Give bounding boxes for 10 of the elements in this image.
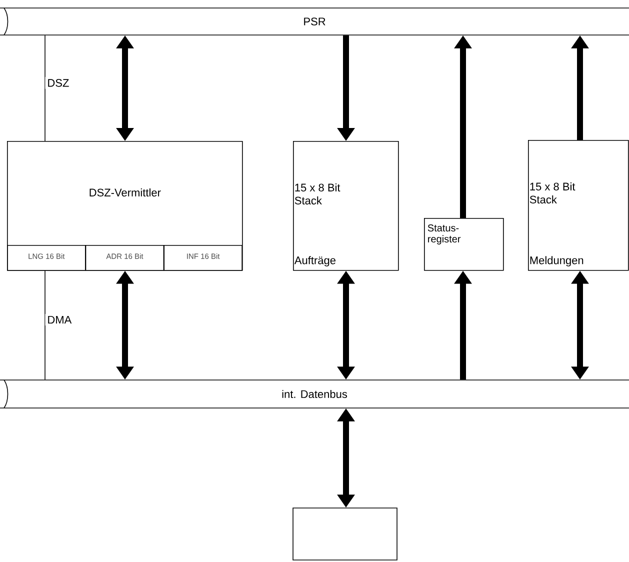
bus-band: PSR (0, 8, 629, 36)
edge-label: DSZ (45, 77, 72, 89)
stack-box: 15 x 8 Bit Stack Aufträge (293, 141, 399, 271)
processor-box (292, 508, 398, 560)
edge-label: DMA (45, 314, 74, 326)
connector-line (44, 270, 46, 380)
bus-band: int. Datenbus (0, 380, 629, 408)
register-box: Status- register (424, 218, 504, 271)
connector-line (44, 35, 46, 142)
stack-box: 15 x 8 Bit Stack Meldungen (528, 140, 629, 271)
